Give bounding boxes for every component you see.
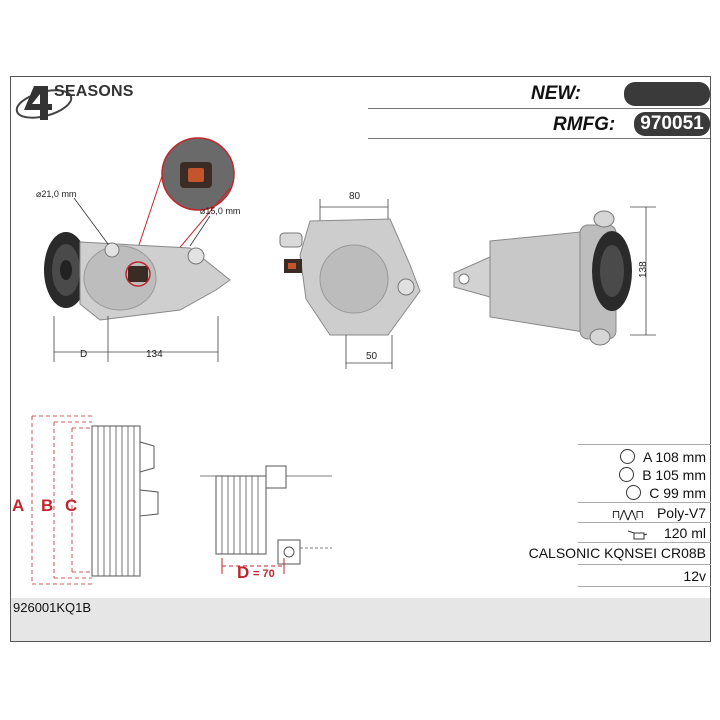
new-label: NEW:: [531, 83, 581, 104]
brand-name: SEASONS: [54, 83, 134, 100]
four-seasons-logo: [15, 86, 73, 120]
spec-b-diameter: B 105 mm: [619, 467, 706, 483]
rmfg-label: RMFG:: [553, 114, 616, 135]
new-value-badge: [624, 82, 710, 106]
diameter-letter-b: B: [41, 496, 54, 515]
compressor-left-view: [44, 137, 235, 362]
diameter-icon: [619, 449, 635, 464]
left-dim-d: D: [80, 349, 88, 360]
spec-divider: [578, 522, 711, 523]
diameter-icon: ⌀: [200, 206, 206, 216]
footer-band: [11, 598, 710, 641]
spec-divider: [578, 542, 711, 543]
offset-letter-d: D: [237, 563, 250, 582]
left-dim-length: 134: [146, 349, 163, 360]
compressor-back-view: [279, 199, 421, 369]
spec-divider: [578, 586, 711, 587]
pulley-offset-diagram: [200, 465, 332, 574]
right-dim-height: 138: [638, 261, 649, 278]
spec-c-diameter: C 99 mm: [626, 485, 706, 501]
diameter-icon: [619, 467, 635, 482]
pulley-diameter-diagram: [31, 415, 159, 585]
spec-divider: [578, 564, 711, 565]
fitting-small-diameter: ⌀15,0 mm: [200, 206, 241, 216]
compressor-right-view: [453, 206, 656, 346]
fitting-large-diameter: ⌀21,0 mm: [36, 189, 77, 199]
spec-belt-type: ⊓⋀⋀⊓Poly-V7: [611, 505, 706, 521]
spec-divider: [578, 502, 711, 503]
spec-divider: [578, 444, 711, 445]
diameter-icon: ⌀: [36, 189, 42, 199]
diameter-icon: [626, 485, 642, 500]
belt-groove-icon: ⊓⋀⋀⊓: [611, 509, 644, 521]
rmfg-value-badge: 970051: [634, 112, 710, 136]
center-dim-bottom-width: 50: [366, 351, 378, 362]
oil-can-icon: [627, 530, 648, 540]
header-divider-2: [368, 138, 710, 139]
offset-value: = 70: [253, 568, 275, 580]
spec-model: CALSONIC KQNSEI CR08B: [528, 545, 706, 561]
header-divider: [368, 108, 710, 109]
oem-part-number: 926001KQ1B: [13, 600, 92, 615]
diameter-letter-a: A: [12, 496, 25, 515]
spec-voltage: 12v: [683, 568, 706, 584]
spec-a-diameter: A 108 mm: [619, 449, 706, 465]
spec-oil-volume: 120 ml: [626, 525, 706, 541]
diameter-letter-c: C: [65, 496, 78, 515]
center-dim-top-width: 80: [349, 191, 361, 202]
